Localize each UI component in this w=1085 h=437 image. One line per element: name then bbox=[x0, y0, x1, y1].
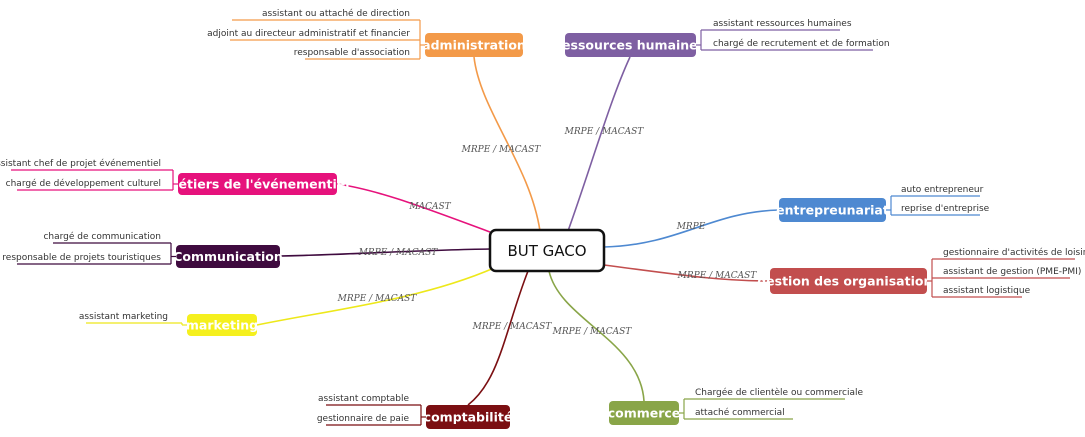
subtopic-label: assistant comptable bbox=[318, 394, 409, 404]
subtopic-label: chargé de recrutement et de formation bbox=[713, 38, 890, 49]
relation-label-administration: MRPE / MACAST bbox=[461, 145, 542, 155]
relation-label-communication: MRPE / MACAST bbox=[358, 248, 439, 258]
subtopic-label: assistant ou attaché de direction bbox=[262, 8, 410, 19]
subtopic-gestion-2[interactable]: assistant de gestion (PME-PMI) bbox=[932, 267, 1081, 279]
subtopic-label: auto entrepreneur bbox=[901, 185, 984, 195]
connector-comptabilite bbox=[467, 270, 529, 406]
relation-label-gestion: MRPE / MACAST bbox=[677, 271, 758, 281]
topic-administration[interactable]: administration bbox=[422, 33, 526, 57]
topic-label-entrepreunariat: entrepreunariat bbox=[776, 203, 889, 218]
connector-marketing bbox=[256, 267, 495, 326]
topic-communication[interactable]: Communication bbox=[173, 245, 283, 268]
subtopic-label: reprise d'entreprise bbox=[901, 204, 990, 214]
subtopic-comptabilite-1[interactable]: assistant comptable bbox=[318, 394, 421, 406]
subtopic-label: adjoint au directeur administratif et fi… bbox=[207, 29, 410, 39]
subtopic-commerce-1[interactable]: Chargée de clientèle ou commerciale bbox=[684, 387, 864, 400]
topic-marketing[interactable]: marketing bbox=[186, 314, 258, 336]
subtopic-label: gestionnaire d'activités de loisirs bbox=[943, 247, 1085, 258]
relation-label-commerce: MRPE / MACAST bbox=[552, 327, 633, 337]
subtopic-label: responsable d'association bbox=[294, 48, 410, 58]
topic-rh[interactable]: ressources humaines bbox=[556, 33, 705, 57]
topic-label-marketing: marketing bbox=[186, 318, 258, 333]
subtopic-evenementiel-1[interactable]: assistant chef de projet événementiel bbox=[0, 158, 173, 171]
connector-communication bbox=[279, 248, 491, 257]
topic-label-evenementiel: métiers de l'événementiel bbox=[166, 177, 350, 192]
subtopic-administration-2[interactable]: adjoint au directeur administratif et fi… bbox=[207, 29, 420, 41]
topic-commerce[interactable]: commerce bbox=[608, 401, 681, 425]
subtopic-marketing-1[interactable]: assistant marketing bbox=[79, 312, 182, 324]
subtopic-gestion-3[interactable]: assistant logistique bbox=[932, 286, 1031, 298]
central-topic[interactable]: BUT GACO bbox=[488, 228, 606, 273]
connector-administration bbox=[473, 56, 541, 232]
topic-evenementiel[interactable]: métiers de l'événementiel bbox=[166, 173, 350, 195]
subtopic-administration-3[interactable]: responsable d'association bbox=[294, 48, 420, 60]
topic-label-administration: administration bbox=[422, 38, 526, 53]
subtopic-label: responsable de projets touristiques bbox=[2, 253, 161, 263]
connector-gestion bbox=[603, 264, 771, 282]
subtopic-administration-1[interactable]: assistant ou attaché de direction bbox=[232, 8, 420, 21]
relation-label-comptabilite: MRPE / MACAST bbox=[472, 322, 553, 332]
subtopic-label: assistant chef de projet événementiel bbox=[0, 158, 161, 169]
subtopic-label: gestionnaire de paie bbox=[317, 414, 410, 424]
connector-commerce bbox=[548, 270, 645, 402]
relation-label-marketing: MRPE / MACAST bbox=[337, 294, 418, 304]
subtopic-label: chargé de développement culturel bbox=[6, 178, 161, 189]
subtopic-gestion-1[interactable]: gestionnaire d'activités de loisirs bbox=[932, 247, 1085, 260]
topic-gestion[interactable]: gestion des organisations bbox=[757, 268, 940, 294]
subtopic-communication-2[interactable]: responsable de projets touristiques bbox=[2, 253, 171, 265]
subtopic-label: assistant marketing bbox=[79, 312, 168, 322]
central-topic-label: BUT GACO bbox=[507, 242, 586, 260]
topic-label-gestion: gestion des organisations bbox=[757, 274, 940, 289]
topic-label-comptabilite: comptabilité bbox=[424, 410, 513, 425]
topic-label-rh: ressources humaines bbox=[556, 38, 705, 53]
subtopic-rh-2[interactable]: chargé de recrutement et de formation bbox=[701, 38, 890, 51]
subtopic-comptabilite-2[interactable]: gestionnaire de paie bbox=[317, 414, 421, 426]
subtopic-rh-1[interactable]: assistant ressources humaines bbox=[701, 19, 852, 31]
relation-label-rh: MRPE / MACAST bbox=[564, 127, 645, 137]
subtopic-label: assistant de gestion (PME-PMI) bbox=[943, 267, 1081, 277]
subtopic-label: attaché commercial bbox=[695, 407, 785, 418]
subtopic-label: chargé de communication bbox=[43, 231, 161, 242]
topic-comptabilite[interactable]: comptabilité bbox=[424, 405, 513, 429]
topic-label-communication: Communication bbox=[173, 249, 283, 264]
connector-evenementiel bbox=[336, 183, 491, 233]
topic-label-commerce: commerce bbox=[608, 406, 681, 421]
subtopic-communication-1[interactable]: chargé de communication bbox=[43, 231, 171, 244]
relation-label-entrepreunariat: MRPE bbox=[676, 222, 706, 232]
subtopic-commerce-2[interactable]: attaché commercial bbox=[684, 407, 793, 420]
topic-entrepreunariat[interactable]: entrepreunariat bbox=[776, 198, 889, 222]
connector-rh bbox=[567, 56, 631, 232]
relation-label-evenementiel: MACAST bbox=[408, 202, 451, 212]
subtopic-entrepreunariat-2[interactable]: reprise d'entreprise bbox=[891, 204, 990, 216]
subtopic-label: Chargée de clientèle ou commerciale bbox=[695, 387, 864, 398]
subtopic-entrepreunariat-1[interactable]: auto entrepreneur bbox=[891, 185, 984, 197]
subtopic-label: assistant logistique bbox=[943, 286, 1031, 296]
connector-entrepreunariat bbox=[603, 209, 780, 248]
subtopic-label: assistant ressources humaines bbox=[713, 19, 852, 29]
subtopic-evenementiel-2[interactable]: chargé de développement culturel bbox=[6, 178, 173, 191]
